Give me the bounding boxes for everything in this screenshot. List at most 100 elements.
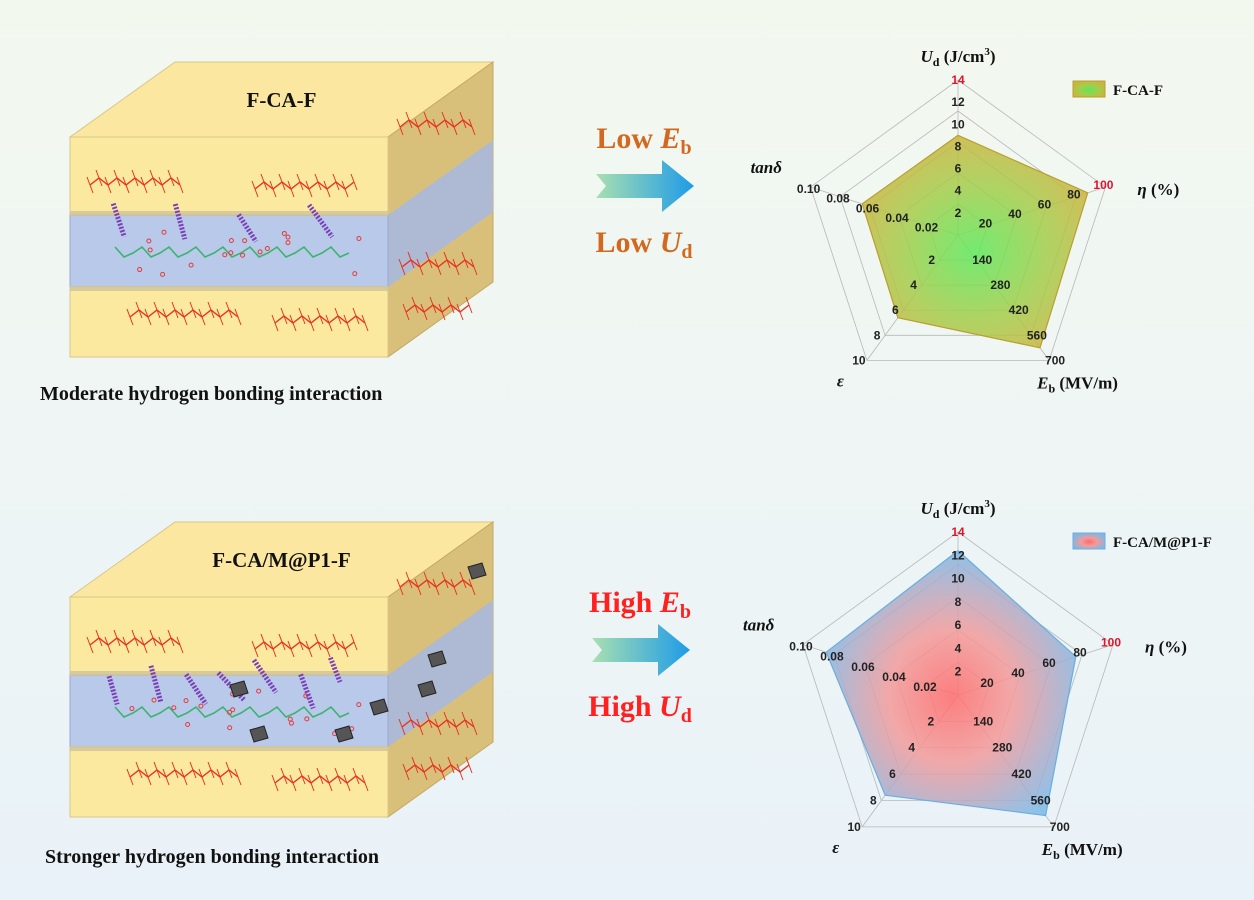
panel-caption: Stronger hydrogen bonding interaction xyxy=(45,846,379,868)
radar-tick-label: 420 xyxy=(1009,303,1029,317)
radar-tick-label: 140 xyxy=(973,714,993,728)
front-top-layer xyxy=(69,136,389,216)
arrow-top-label: Low Eb xyxy=(596,122,691,159)
radar-tick-label: 560 xyxy=(1031,793,1051,807)
radar-tick-label: 0.06 xyxy=(856,201,880,215)
oxygen-mark xyxy=(285,240,291,246)
polymer-chain xyxy=(271,307,369,332)
side-interlayer xyxy=(388,140,493,287)
oxygen-mark xyxy=(137,267,143,273)
legend-label: F-CA-F xyxy=(1113,83,1163,99)
radar-tick-label: 2 xyxy=(955,665,962,679)
axis-label-eb: Eb (MV/m) xyxy=(1036,373,1118,395)
radar-tick-label: 100 xyxy=(1093,178,1113,192)
radar-series-area xyxy=(861,134,1089,349)
radar-series-area xyxy=(825,549,1077,817)
hydrogen-bond-bar xyxy=(307,203,335,239)
front-top-layer xyxy=(69,596,389,676)
polymer-chain xyxy=(271,767,369,792)
radar-chart: 2468101214204060801001402804205607002468… xyxy=(743,498,1212,862)
layer-divider xyxy=(70,286,388,291)
oxygen-mark xyxy=(242,238,248,244)
polymer-chain xyxy=(126,761,242,786)
oxygen-mark xyxy=(257,249,263,255)
radar-tick-label: 6 xyxy=(955,618,962,632)
radar-tick-label: 12 xyxy=(951,95,965,109)
radar-tick-label: 80 xyxy=(1073,646,1087,660)
oxygen-mark xyxy=(264,245,270,251)
oxygen-mark xyxy=(198,703,204,709)
side-polymer-chain xyxy=(398,251,478,276)
oxygen-mark xyxy=(288,720,294,726)
radar-tick-label: 14 xyxy=(951,73,965,87)
axis-label-eta: η (%) xyxy=(1137,180,1179,199)
oxygen-mark xyxy=(304,716,310,722)
radar-grid-ring xyxy=(810,79,1106,361)
radar-tick-label: 8 xyxy=(874,328,881,342)
radar-tick-label: 0.08 xyxy=(826,192,850,206)
side-polymer-chain xyxy=(398,711,478,736)
legend-label: F-CA/M@P1-F xyxy=(1113,535,1212,551)
radar-chart: 2468101214204060801001402804205607002468… xyxy=(751,46,1180,395)
side-polymer-chain xyxy=(396,571,476,596)
hydrogen-bond-bar xyxy=(184,673,208,706)
hydrogen-bond-bar xyxy=(110,202,127,238)
radar-tick-label: 4 xyxy=(955,641,962,655)
oxygen-mark xyxy=(228,250,234,256)
radar-tick-label: 6 xyxy=(892,303,899,317)
side-polymer-chain xyxy=(396,111,476,136)
oxygen-mark xyxy=(285,234,291,240)
radar-tick-label: 20 xyxy=(979,216,993,230)
radar-tick-label: 40 xyxy=(1008,207,1022,221)
front-bottom-layer xyxy=(69,746,389,818)
radar-tick-label: 2 xyxy=(928,253,935,267)
radar-tick-label: 700 xyxy=(1050,820,1070,834)
hydrogen-bond-bar xyxy=(328,656,343,683)
radar-tick-label: 0.04 xyxy=(885,211,909,225)
axis-label-tan: tanδ xyxy=(743,616,775,635)
axis-label-eps: ε xyxy=(837,371,844,390)
radar-tick-label: 40 xyxy=(1011,666,1025,680)
oxygen-mark xyxy=(185,721,191,727)
mxene-flake xyxy=(229,680,249,698)
radar-legend: F-CA-F xyxy=(1072,80,1163,99)
polymer-chain xyxy=(86,169,184,194)
radar-tick-label: 0.06 xyxy=(851,660,875,674)
oxygen-mark xyxy=(146,238,152,244)
radar-tick-label: 0.08 xyxy=(820,650,844,664)
side-interlayer xyxy=(388,600,493,747)
mxene-flake xyxy=(369,698,389,716)
side-polymer-chain xyxy=(402,296,473,321)
axis-label-eb: Eb (MV/m) xyxy=(1041,840,1123,862)
oxygen-mark xyxy=(222,252,228,258)
radar-tick-label: 0.10 xyxy=(789,640,813,654)
axis-label-eps: ε xyxy=(832,838,839,857)
transition-arrow xyxy=(596,160,694,212)
arrow-bottom-label: High Ud xyxy=(588,690,692,727)
oxygen-mark xyxy=(151,697,157,703)
radar-tick-label: 60 xyxy=(1038,197,1052,211)
oxygen-mark xyxy=(256,688,262,694)
hydrogen-bond-bar xyxy=(298,673,316,710)
oxygen-mark xyxy=(356,236,362,242)
radar-tick-label: 280 xyxy=(992,741,1012,755)
radar-tick-label: 0.04 xyxy=(882,670,906,684)
radar-tick-label: 0.10 xyxy=(797,182,821,196)
hydrogen-bond-bar xyxy=(251,658,279,694)
radar-tick-label: 10 xyxy=(951,117,965,131)
hydrogen-bond-bar xyxy=(148,665,164,703)
layer-divider xyxy=(70,211,388,216)
radar-tick-label: 0.02 xyxy=(913,680,937,694)
legend-swatch xyxy=(1072,80,1106,98)
transition-arrow-group: Low Eb Low Ud xyxy=(596,122,694,263)
arrow-bottom-label: Low Ud xyxy=(596,226,693,263)
radar-tick-label: 4 xyxy=(908,741,915,755)
layer-divider xyxy=(70,671,388,676)
radar-tick-label: 8 xyxy=(955,139,962,153)
radar-tick-label: 2 xyxy=(955,206,962,220)
mxene-flake xyxy=(249,725,269,743)
